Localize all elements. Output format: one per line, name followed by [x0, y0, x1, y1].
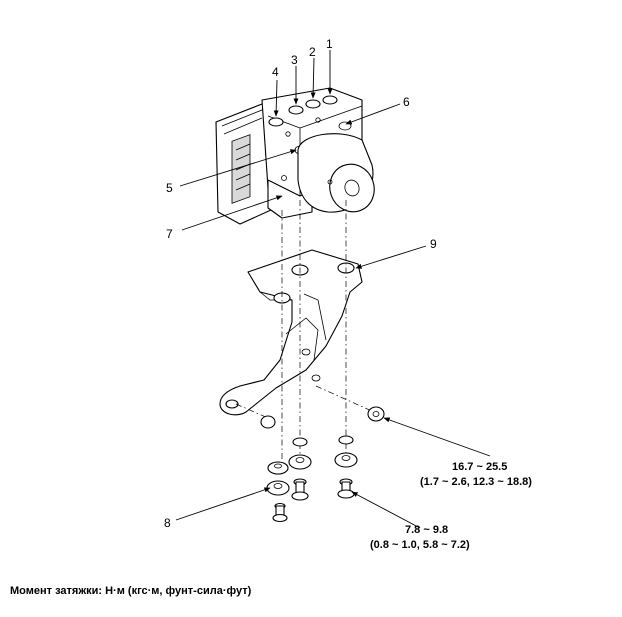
port-6: [338, 121, 352, 131]
callout-5: 5: [166, 181, 173, 195]
mounting-bracket: [219, 249, 363, 416]
grommet-washer-a: [292, 437, 308, 447]
torque-upper-alt: (1.7 ~ 2.6, 12.3 ~ 18.8): [420, 476, 532, 488]
bolt-center: [291, 478, 309, 501]
grommet-b: [334, 452, 358, 468]
grommet-washer-b: [338, 435, 354, 445]
callout-4: 4: [272, 65, 279, 79]
callout-1: 1: [326, 37, 333, 51]
callout-3: 3: [291, 53, 298, 67]
torque-lower-alt: (0.8 ~ 1.0, 5.8 ~ 7.2): [370, 539, 470, 551]
grommet-a: [288, 454, 312, 470]
torque-lower-nm: 7.8 ~ 9.8: [405, 524, 448, 536]
bolt-lower-left: [272, 502, 288, 523]
flange-nut: [367, 406, 385, 422]
callout-9: 9: [430, 237, 437, 251]
port-cap-3: [288, 105, 304, 115]
callout-6: 6: [403, 95, 410, 109]
callout-7: 7: [166, 227, 173, 241]
fasteners: [260, 406, 385, 523]
torque-units-caption: Момент затяжки: Н·м (кгс·м, фунт-сила·фу…: [10, 585, 252, 597]
hecu-unit: [215, 87, 375, 225]
block-base: [267, 179, 313, 219]
bolt-right: [337, 478, 355, 499]
pump-motor: [297, 133, 375, 213]
port-cap-1: [322, 95, 338, 105]
port-cap-2: [305, 99, 321, 109]
port-cap-4: [268, 117, 284, 127]
torque-upper-nm: 16.7 ~ 25.5: [452, 461, 507, 473]
callout-2: 2: [309, 45, 316, 59]
callout-8: 8: [164, 516, 171, 530]
nut-left: [260, 415, 276, 429]
